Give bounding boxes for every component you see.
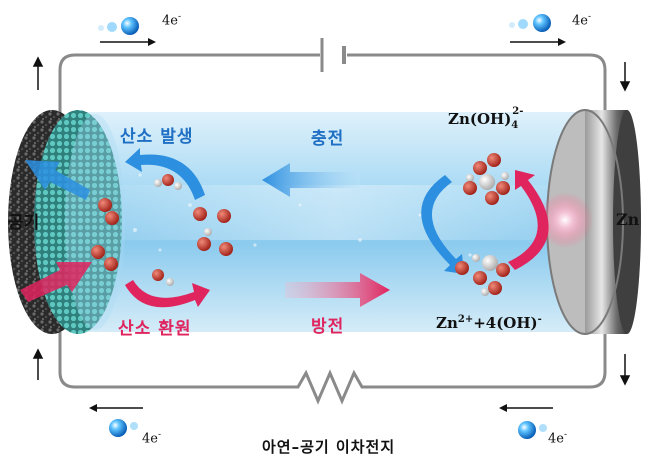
zinc-blue-arrow [421,175,464,274]
zinc-complexes [455,153,510,296]
electron-label-top-right: 4e- [572,12,592,29]
battery-symbol [320,38,346,72]
electron-label-top-left: 4e- [162,12,182,29]
electron-label-bottom-left: 4e- [142,430,162,447]
zinc-electrode [537,109,641,335]
water-molecules-left [91,174,233,286]
external-circuit [58,53,607,405]
electron-label-bottom-right: 4e- [548,430,568,447]
oxygen-evolution-label: 산소 발생 [120,127,194,147]
electron-top-left [98,17,156,46]
zn-label: Zn [616,210,640,229]
zincate-label: Zn(OH)42- [448,106,524,131]
electron-bottom-left [89,404,143,437]
electron-top-right [509,14,566,46]
zinc-red-arrow [508,170,549,270]
diagram-caption: 아연–공기 이차전지 [262,438,396,456]
zinc-ion-label: Zn2++4(OH)- [436,314,542,332]
circuit-direction-arrows [32,56,631,386]
bubbles [133,173,472,257]
air-label: 공기 [8,213,40,233]
charge-arrow [262,163,360,197]
oxygen-reduction-arrows [20,262,210,308]
electron-bottom-right [499,404,553,439]
oxygen-reduction-label: 산소 환원 [118,319,192,339]
charge-label: 충전 [311,129,345,149]
discharge-arrow [285,273,390,307]
oxygen-evolution-arrows [25,148,205,200]
discharge-label: 방전 [311,317,345,337]
